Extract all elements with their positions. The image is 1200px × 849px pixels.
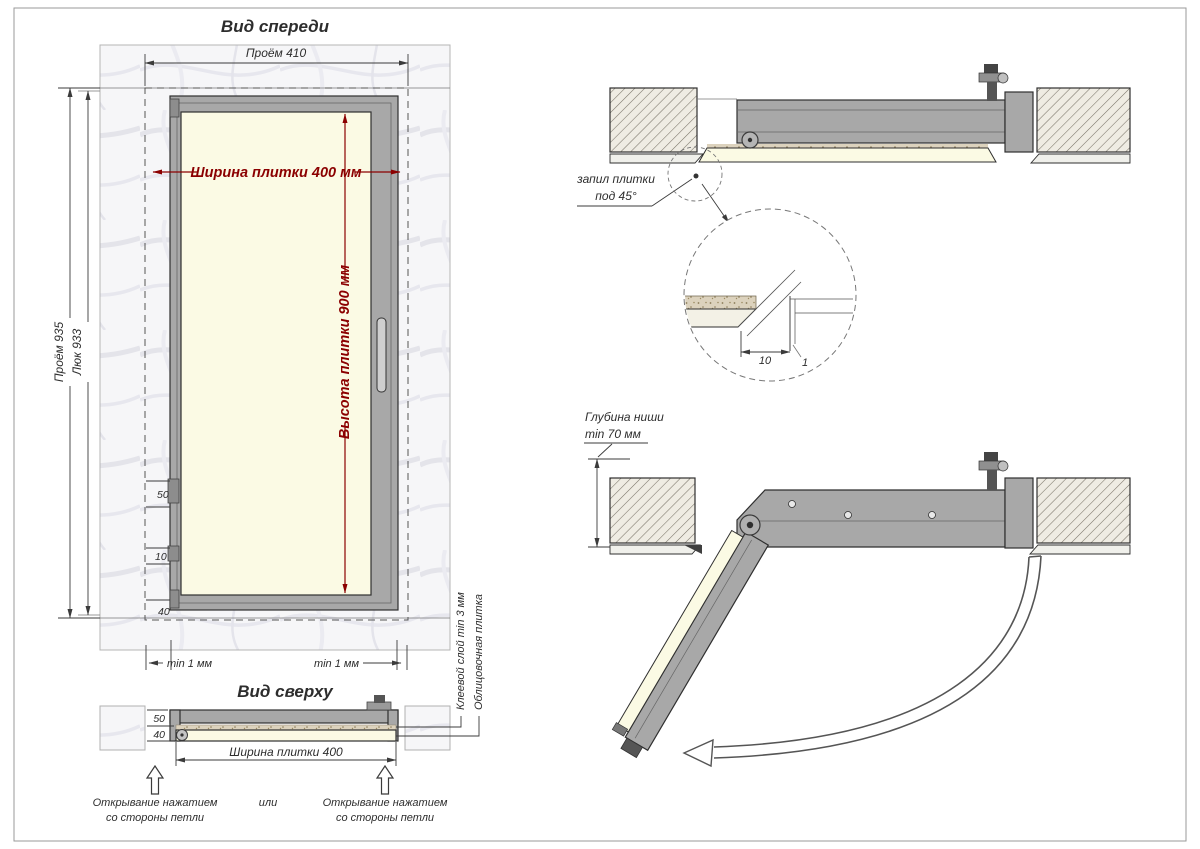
detail-content: [685, 269, 853, 358]
leader-tile: [396, 716, 480, 737]
tile-profile: [175, 729, 397, 742]
ceiling-tile-left: [609, 153, 705, 164]
cut-label-line1: запил плитки: [576, 172, 655, 186]
label-facing-tile: Облицовочная плитка: [473, 594, 485, 710]
latch-bolt-top: [984, 64, 998, 73]
tile-end-trim: [611, 722, 629, 737]
detail-pointer-arrow: [701, 183, 730, 224]
open-hint-left-line1: Открывание нажатием: [93, 797, 218, 809]
detail-dim-1-label: 1: [802, 357, 808, 369]
swing-arrow-cap: [1028, 555, 1042, 558]
dim-min-gap-left-label: min 1 мм: [167, 658, 212, 670]
front-view-title: Вид спереди: [221, 17, 330, 36]
hinge-hardware-upper: [167, 478, 180, 504]
dim-min-gap-right-label: min 1 мм: [314, 658, 359, 670]
leader-line: [651, 178, 693, 207]
latch-stem: [987, 82, 997, 101]
ceiling-tile-right: [1029, 153, 1131, 164]
screw-hole: [788, 500, 796, 508]
detail-adhesive: [685, 295, 757, 310]
latch-disc-open: [997, 460, 1009, 472]
dim-50-label: 50: [157, 489, 169, 501]
ceiling-section-left-open: [609, 477, 696, 544]
leader-adhesive: [396, 716, 462, 728]
dim-tile-width-label: Ширина плитки 400 мм: [190, 165, 361, 181]
hatch-tile-closed: [698, 147, 997, 163]
frame-right-post: [1004, 91, 1034, 153]
push-latch-pin: [374, 695, 385, 703]
ceiling-section-right-open: [1036, 477, 1131, 544]
open-frame-arm: [736, 489, 1006, 548]
hatch-tile: [180, 111, 372, 596]
ceiling-section-right: [1036, 87, 1131, 153]
niche-depth-label-line2: min 70 мм: [585, 427, 641, 441]
top-dim-tile-width-label: Ширина плитки 400: [229, 745, 343, 759]
hidden-opening-outline: [144, 87, 409, 621]
dim-opening-width-label: Проём 410: [246, 46, 307, 60]
sheet-border: [13, 7, 1187, 842]
top-dim-50-label: 50: [153, 713, 165, 725]
leader-line: [597, 443, 613, 458]
frame-profile: [169, 709, 399, 724]
swing-arrow-outer: [713, 555, 1042, 759]
hinge-hardware-lower: [167, 545, 180, 562]
frame-right-post-open: [1004, 477, 1034, 549]
detail-dim-1-leader: [792, 344, 802, 358]
dim-opening-height-label: Проём 935: [52, 322, 66, 383]
hinge-block-top: [169, 98, 180, 118]
press-arrow-right-icon: [375, 764, 395, 795]
screw-hole: [928, 511, 936, 519]
push-latch: [366, 701, 392, 711]
or-label: или: [259, 797, 277, 809]
cut-label-line2: под 45°: [595, 189, 637, 203]
wall-section-right: [404, 705, 451, 751]
hatch-frame-inner-line: [176, 102, 392, 604]
open-hint-right-line1: Открывание нажатием: [323, 797, 448, 809]
detail-locator-dot: [693, 173, 699, 179]
top-view: Вид сверху 50 40 Ширина плитки 400 Клеев…: [93, 592, 485, 824]
adhesive-layer: [175, 724, 397, 731]
door-end-cap: [620, 737, 644, 759]
dim-hatch-height-label: Люк 933: [70, 329, 84, 377]
ceiling-tile-left-open: [609, 544, 702, 555]
latch-bolt-top-open: [984, 452, 998, 461]
dim-tile-height-label: Высота плитки 900 мм: [337, 265, 353, 440]
dim-40-label: 40: [158, 606, 170, 618]
hinge-block-bottom: [169, 589, 180, 609]
front-view: Вид спереди Проём 410 Ширина плитки 400 …: [52, 17, 451, 670]
screw-hole: [844, 511, 852, 519]
press-arrow-left-icon: [145, 764, 165, 795]
door-profile-line: [634, 539, 753, 739]
cut-45-line: [746, 281, 802, 337]
hinge-open-center: [746, 521, 754, 529]
top-dim-40-label: 40: [153, 729, 165, 741]
swing-arrow-inner: [713, 556, 1030, 748]
hatch-handle: [376, 317, 387, 393]
open-door-frame: [624, 531, 770, 752]
open-hint-left-line2: со стороны петли: [106, 812, 204, 824]
hatch-adhesive-layer: [707, 144, 988, 148]
wall-section-left: [99, 705, 146, 751]
ceiling-section-left: [609, 87, 698, 153]
cut-45-line: [737, 269, 796, 328]
latch-stem-open: [987, 470, 997, 490]
dim-10-label: 10: [155, 551, 167, 563]
swing-arrow-head: [682, 738, 714, 768]
latch-disc: [997, 72, 1009, 84]
detail-locator-circle: [667, 146, 723, 202]
closed-frame-body: [736, 99, 1006, 144]
label-adhesive: Клеевой слой min 3 мм: [455, 592, 467, 710]
open-hint-right-line2: со стороны петли: [336, 812, 434, 824]
section-closed: запил плитки под 45° 10 1: [576, 64, 1131, 382]
niche-depth-label-line1: Глубина ниши: [585, 410, 664, 424]
hinge-pivot-center: [180, 733, 184, 737]
tile-edge-marker: [684, 545, 702, 554]
top-view-title: Вид сверху: [237, 682, 334, 701]
open-door-tile: [616, 529, 744, 733]
section-open: Глубина ниши min 70 мм: [584, 410, 1131, 768]
detail-dim-10-label: 10: [759, 355, 772, 367]
hinge-closed-center: [747, 137, 753, 143]
ceiling-tile-right-open: [1028, 544, 1131, 555]
